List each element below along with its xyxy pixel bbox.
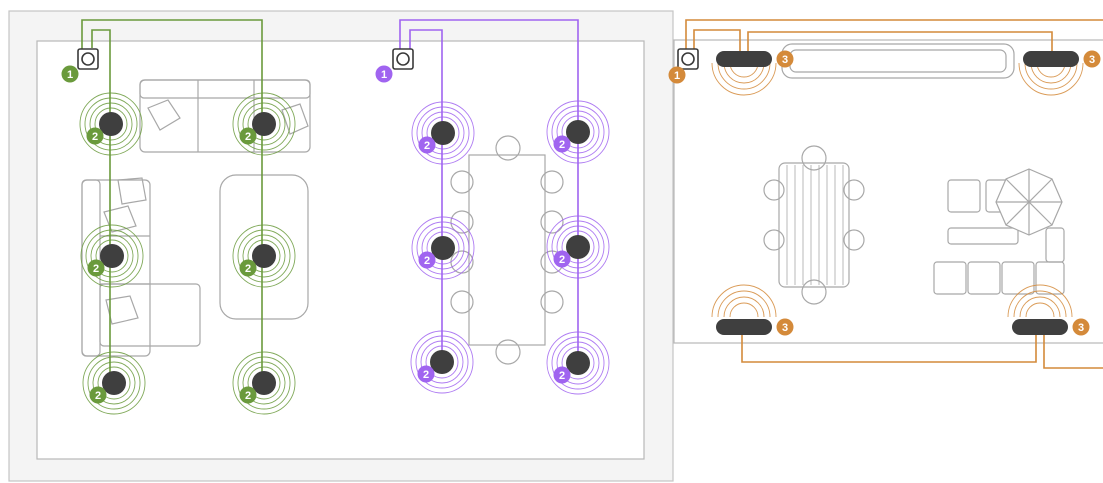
dining-zone-hub-badge-label: 1 [381, 69, 387, 81]
ceiling-speaker-icon [100, 244, 124, 268]
dining-speaker-3-badge-label: 2 [424, 255, 430, 267]
dining-speaker-2[interactable] [546, 100, 610, 164]
living-speaker-3-badge: 2 [87, 259, 105, 277]
outdoor-bar-speaker-icon [1012, 319, 1068, 335]
living-speaker-4[interactable] [232, 224, 296, 288]
dining-speaker-1-badge-label: 2 [424, 140, 430, 152]
living-speaker-5-badge-label: 2 [95, 390, 101, 402]
dining-zone-hub-badge: 1 [375, 65, 393, 83]
dining-speaker-4[interactable] [546, 215, 610, 279]
living-speaker-1-badge-label: 2 [92, 131, 98, 143]
ceiling-speaker-icon [252, 112, 276, 136]
living-zone-hub-badge: 1 [61, 65, 79, 83]
ceiling-speaker-icon [566, 351, 590, 375]
patio-speaker-1-badge: 3 [776, 50, 794, 68]
dining-speaker-1[interactable] [411, 101, 475, 165]
living-speaker-4-badge-label: 2 [245, 263, 251, 275]
patio-speaker-1[interactable] [711, 51, 777, 96]
outdoor-bar-speaker-icon [716, 51, 772, 67]
living-speaker-6-badge: 2 [239, 386, 257, 404]
ceiling-speaker-icon [430, 350, 454, 374]
patio-speaker-3-badge: 3 [776, 318, 794, 336]
patio-speaker-4-badge: 3 [1072, 318, 1090, 336]
ceiling-speaker-icon [102, 371, 126, 395]
living-speaker-1[interactable] [79, 92, 143, 156]
dining-speaker-6-badge: 2 [553, 366, 571, 384]
living-speaker-6[interactable] [232, 351, 296, 415]
dining-speaker-2-badge: 2 [553, 135, 571, 153]
living-speaker-5-badge: 2 [89, 386, 107, 404]
living-speaker-4-badge: 2 [239, 259, 257, 277]
patio-lounge [933, 179, 1065, 295]
ceiling-speaker-icon [566, 120, 590, 144]
dining-zone-wiring [399, 19, 579, 362]
patio-speaker-2-badge: 3 [1083, 50, 1101, 68]
dining-speaker-5-badge-label: 2 [423, 369, 429, 381]
ceiling-speaker-icon [431, 236, 455, 260]
patio-speaker-1-badge-label: 3 [782, 54, 788, 66]
patio-speaker-3-badge-label: 3 [782, 322, 788, 334]
patio-umbrella [995, 168, 1063, 236]
dining-speaker-2-badge-label: 2 [559, 139, 565, 151]
dining-zone-hub[interactable] [392, 48, 414, 70]
ceiling-speaker-icon [431, 121, 455, 145]
dining-speaker-4-badge: 2 [553, 250, 571, 268]
ceiling-speaker-icon [252, 371, 276, 395]
patio-speaker-2[interactable] [1018, 51, 1084, 96]
living-speaker-2-badge: 2 [239, 127, 257, 145]
dining-speaker-4-badge-label: 2 [559, 254, 565, 266]
patio-zone-hub-badge: 1 [668, 66, 686, 84]
living-speaker-5[interactable] [82, 351, 146, 415]
patio-zone-wiring [685, 19, 1103, 369]
outdoor-bar-speaker-icon [716, 319, 772, 335]
dining-speaker-5-badge: 2 [417, 365, 435, 383]
patio-speaker-3[interactable] [711, 284, 777, 335]
ceiling-speaker-icon [252, 244, 276, 268]
patio-zone-hub-badge-label: 1 [674, 70, 680, 82]
patio-zone-hub[interactable] [677, 48, 699, 70]
ceiling-speaker-icon [99, 112, 123, 136]
coffee-table [219, 174, 309, 320]
living-speaker-2[interactable] [232, 92, 296, 156]
floor-plan [8, 10, 1103, 482]
dining-speaker-1-badge: 2 [418, 136, 436, 154]
speakers: 1 1 1 2 2 2 2 2 2 2 2 2 2 2 2 3 3 3 3 [61, 48, 1101, 415]
patio-speaker-2-badge-label: 3 [1089, 54, 1095, 66]
patio-speaker-4-badge-label: 3 [1078, 322, 1084, 334]
outdoor-bar-speaker-icon [1023, 51, 1079, 67]
dining-speaker-6-badge-label: 2 [559, 370, 565, 382]
patio-table [763, 145, 865, 305]
dining-speaker-3-badge: 2 [418, 251, 436, 269]
dining-speaker-5[interactable] [410, 330, 474, 394]
amplifier-hub-icon [392, 48, 414, 70]
dining-speaker-3[interactable] [411, 216, 475, 280]
amplifier-hub-icon [77, 48, 99, 70]
living-zone-hub[interactable] [77, 48, 99, 70]
dining-speaker-6[interactable] [546, 331, 610, 395]
living-speaker-1-badge: 2 [86, 127, 104, 145]
ceiling-speaker-icon [566, 235, 590, 259]
patio-speaker-4[interactable] [1007, 284, 1073, 335]
interior-floor [36, 40, 645, 460]
living-speaker-3-badge-label: 2 [93, 263, 99, 275]
living-speaker-6-badge-label: 2 [245, 390, 251, 402]
speaker-wiring [81, 19, 1103, 385]
living-speaker-2-badge-label: 2 [245, 131, 251, 143]
living-speaker-3[interactable] [80, 224, 144, 288]
living-zone-hub-badge-label: 1 [67, 69, 73, 81]
amplifier-hub-icon [677, 48, 699, 70]
